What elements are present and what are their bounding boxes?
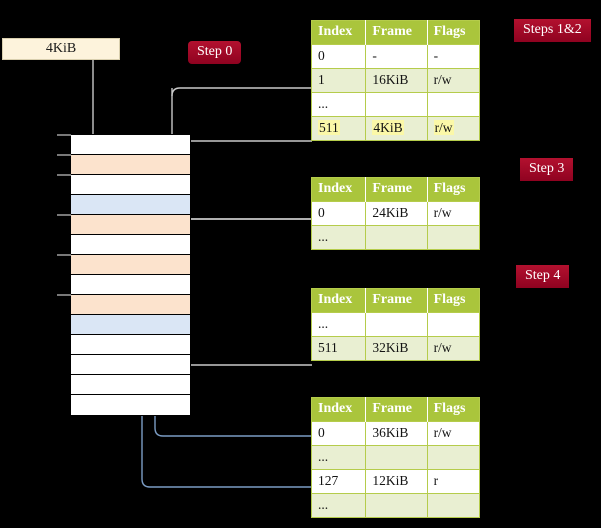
table-cell-frame: 4KiB: [365, 116, 428, 141]
table-header-index: Index: [311, 177, 367, 202]
table-cell-flags: r/w: [427, 336, 480, 361]
table-cell-frame: [365, 445, 428, 470]
table-cell-index: ...: [311, 445, 367, 470]
table-cell-flags: r/w: [427, 201, 480, 226]
table-header-frame: Frame: [365, 20, 428, 45]
frame-tick: [57, 174, 71, 176]
table-cell-flags: r/w: [427, 421, 480, 446]
table-cell-flags: [427, 225, 480, 250]
memory-frame-row: [71, 335, 190, 355]
table-header-index: Index: [311, 288, 367, 313]
table-cell-flags: [427, 445, 480, 470]
badge-steps-1-2-label: Steps 1&2: [523, 22, 582, 37]
physical-memory-frames: [70, 134, 191, 416]
memory-frame-row: [71, 395, 190, 415]
table-cell-index: 0: [311, 201, 367, 226]
table-cell-frame: [365, 92, 428, 117]
table-row: ...: [311, 225, 480, 250]
table-cell-frame: 32KiB: [365, 336, 428, 361]
memory-frame-row: [71, 315, 190, 335]
table-row: ...: [311, 445, 480, 470]
frame-tick: [57, 214, 71, 216]
table-cell-index: 0: [311, 421, 367, 446]
table-header-flags: Flags: [427, 288, 480, 313]
memory-frame-row: [71, 155, 190, 175]
memory-frame-row: [71, 255, 190, 275]
frame-tick: [57, 294, 71, 296]
table-cell-flags: [427, 493, 480, 518]
table-row: 0--: [311, 44, 480, 69]
badge-step-0: Step 0: [188, 41, 242, 64]
table-cell-frame: 16KiB: [365, 68, 428, 93]
table-cell-flags: -: [427, 44, 480, 69]
table-header-index: Index: [311, 20, 367, 45]
table-cell-index: 511: [311, 336, 367, 361]
table-cell-frame: 36KiB: [365, 421, 428, 446]
badge-step-3-label: Step 3: [529, 161, 565, 176]
table-header-flags: Flags: [427, 397, 480, 422]
table-cell-flags: r/w: [427, 116, 480, 141]
memory-frame-row: [71, 235, 190, 255]
table-cell-index: ...: [311, 493, 367, 518]
memory-frame-row: [71, 135, 190, 155]
table-cell-flags: r/w: [427, 68, 480, 93]
badge-steps-1-2: Steps 1&2: [514, 19, 591, 42]
table-cell-index: ...: [311, 312, 367, 337]
table-cell-flags: r: [427, 469, 480, 494]
badge-step-4-label: Step 4: [525, 268, 561, 283]
table-cell-index: 127: [311, 469, 367, 494]
frame-tick: [57, 254, 71, 256]
table-cell-frame: [365, 493, 428, 518]
memory-frame-row: [71, 355, 190, 375]
table-cell-index: ...: [311, 92, 367, 117]
memory-frame-row: [71, 195, 190, 215]
table-header-flags: Flags: [427, 177, 480, 202]
badge-step-3: Step 3: [520, 158, 574, 181]
memory-frame-row: [71, 215, 190, 235]
table-cell-index: 0: [311, 44, 367, 69]
table-header-flags: Flags: [427, 20, 480, 45]
frame-tick: [57, 134, 71, 136]
frame-tick: [57, 154, 71, 156]
badge-step-4: Step 4: [516, 265, 570, 288]
table-row: ...: [311, 312, 480, 337]
table-header-index: Index: [311, 397, 367, 422]
memory-frame-row: [71, 275, 190, 295]
source-frame-label: 4KiB: [45, 41, 77, 56]
table-cell-frame: [365, 312, 428, 337]
table-cell-index: 511: [311, 116, 367, 141]
table-header-frame: Frame: [365, 177, 428, 202]
table-header-frame: Frame: [365, 397, 428, 422]
table-cell-frame: 24KiB: [365, 201, 428, 226]
memory-frame-row: [71, 295, 190, 315]
source-frame-box: 4KiB: [2, 38, 120, 60]
table-row: ...: [311, 92, 480, 117]
table-cell-index: 1: [311, 68, 367, 93]
table-cell-index: ...: [311, 225, 367, 250]
memory-frame-row: [71, 375, 190, 395]
table-cell-flags: [427, 92, 480, 117]
memory-frame-row: [71, 175, 190, 195]
table-row: ...: [311, 493, 480, 518]
table-header-frame: Frame: [365, 288, 428, 313]
badge-step-0-label: Step 0: [197, 44, 233, 59]
table-cell-flags: [427, 312, 480, 337]
table-cell-frame: 12KiB: [365, 469, 428, 494]
table-cell-frame: [365, 225, 428, 250]
table-cell-frame: -: [365, 44, 428, 69]
